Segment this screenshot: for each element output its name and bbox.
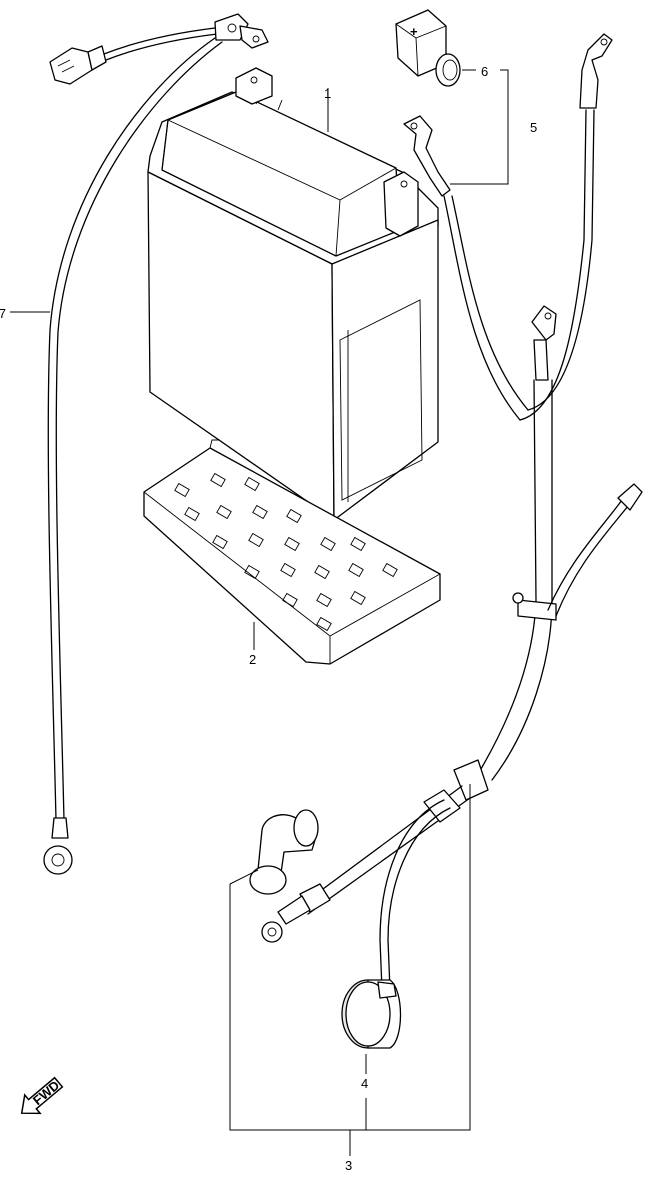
callout-1: 1 <box>324 86 331 101</box>
callout-4: 4 <box>361 1076 368 1091</box>
callout-6: 6 <box>481 64 488 79</box>
part-6-terminal-cover: + <box>395 9 461 87</box>
part-1-battery <box>147 67 439 521</box>
callout-7: 7 <box>0 306 6 321</box>
part-2-battery-tray <box>143 439 441 665</box>
callout-3: 3 <box>345 1158 352 1173</box>
callout-2: 2 <box>249 652 256 667</box>
part-7-lead-wire <box>43 13 269 875</box>
forward-direction-icon: FWD <box>20 1076 64 1115</box>
callout-5: 5 <box>530 120 537 135</box>
part-5-positive-lead <box>403 33 613 421</box>
part-4-sensor-cap <box>341 979 402 1049</box>
part-3-lead-assembly <box>249 305 643 991</box>
positive-symbol: + <box>410 24 418 39</box>
leader-lines <box>10 69 509 1156</box>
